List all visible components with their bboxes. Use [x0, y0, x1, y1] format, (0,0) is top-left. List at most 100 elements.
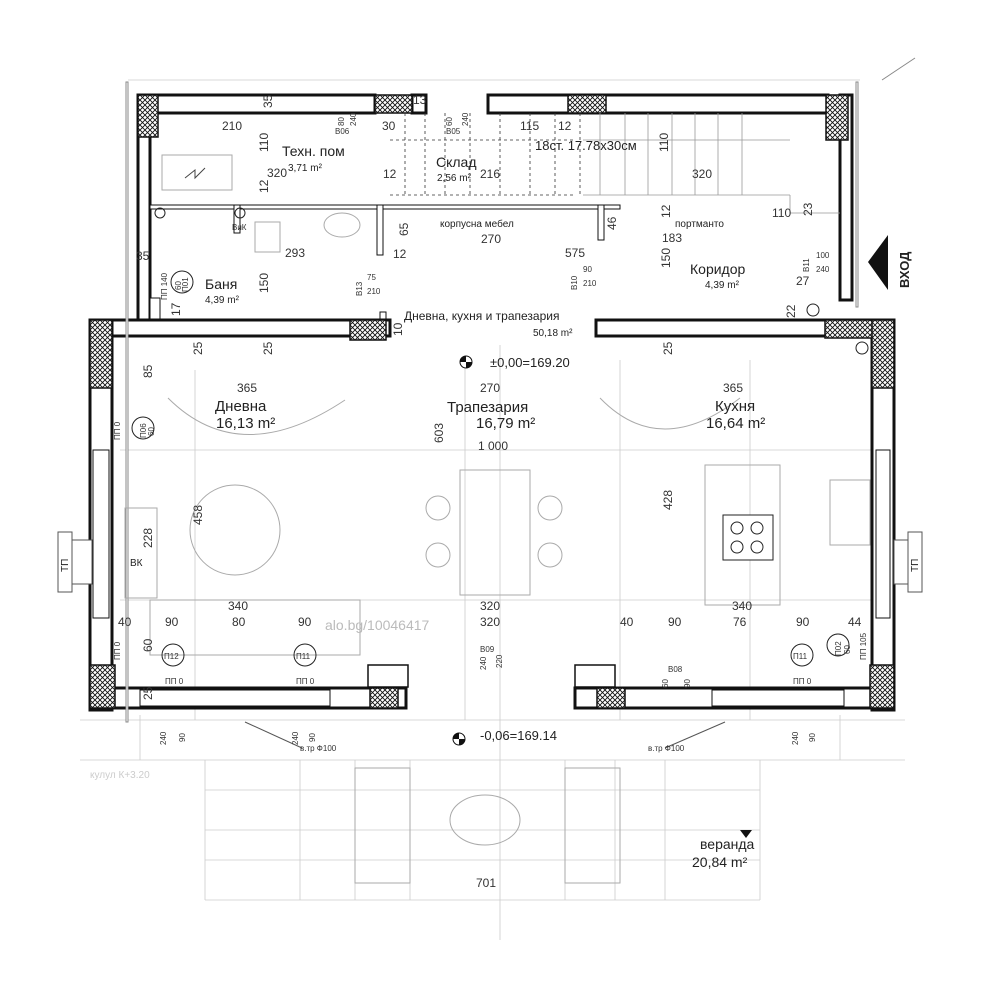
- dim: 428: [661, 490, 675, 510]
- dim: 210: [367, 287, 381, 296]
- level-outside: -0,06=169.14: [480, 728, 557, 743]
- level-markers: [452, 355, 473, 746]
- door-b05: В05: [446, 127, 461, 136]
- dim: 110: [657, 133, 671, 152]
- dim: 90: [298, 615, 312, 629]
- dim: 100: [816, 251, 830, 260]
- dim: 320: [480, 615, 500, 629]
- door-b10: В10: [570, 275, 579, 290]
- dim: 85: [141, 364, 155, 378]
- dim: 320: [692, 167, 712, 181]
- window-p01: П01: [181, 277, 190, 292]
- window-p11a: П11: [296, 652, 311, 661]
- door-b08: В08: [668, 665, 683, 674]
- dim: 150: [257, 273, 271, 293]
- dim: 240: [349, 112, 358, 126]
- cabinet-label: корпусна мебел: [440, 218, 514, 230]
- dim: 603: [432, 423, 446, 443]
- dim: 12: [558, 119, 572, 133]
- window-pp0-p11b: ПП 0: [793, 677, 812, 686]
- dim: 340: [732, 599, 752, 613]
- window-p06: П06: [139, 423, 148, 438]
- dim: 25: [141, 686, 155, 700]
- dim: 90: [683, 679, 692, 688]
- tech-room-area: 3,71 m²: [288, 163, 323, 174]
- window-pp0-left: ПП 0: [113, 421, 122, 440]
- window-pp105: ПП 105: [859, 632, 868, 660]
- living-room-area: 16,13 m²: [216, 415, 275, 432]
- dim: 90: [668, 615, 682, 629]
- dim: 210: [222, 119, 242, 133]
- storage-room-area: 2,56 m²: [437, 173, 472, 184]
- dim: 40: [118, 615, 132, 629]
- dim: 60: [174, 281, 183, 290]
- dim: 35: [261, 94, 275, 108]
- dim: 216: [480, 167, 500, 181]
- dim: 12: [393, 247, 407, 261]
- annotations: ВХОД 18ст. 17.78х30см корпусна мебел пор…: [60, 138, 921, 781]
- dim: 240: [816, 265, 830, 274]
- dim: 60: [141, 638, 155, 652]
- dim: 90: [796, 615, 810, 629]
- dim: 110: [257, 133, 271, 152]
- dim: 12: [257, 179, 271, 193]
- furniture: [124, 154, 871, 884]
- dim: 44: [848, 615, 862, 629]
- window-codes: П01 П06 П12 П11 П11 П02 ПП 140 ПП 0 ПП 0…: [113, 272, 868, 686]
- living-room-name: Дневна: [215, 398, 267, 415]
- window-pp140: ПП 140: [160, 272, 169, 300]
- dim: 10: [391, 322, 405, 336]
- window-p02: П02: [834, 641, 843, 656]
- dim: 13: [413, 93, 427, 107]
- dim: 60: [445, 117, 454, 126]
- bath-room-name: Баня: [205, 276, 237, 292]
- window-p11b: П11: [793, 652, 808, 661]
- door-codes: В06 В05 В13 В10 В11 В09 В08: [335, 127, 811, 674]
- kitchen-room-area: 16,64 m²: [706, 415, 765, 432]
- dim: 65: [397, 222, 411, 236]
- dim: 90: [583, 265, 592, 274]
- dim: 183: [662, 231, 682, 245]
- dim: 60: [843, 645, 852, 654]
- window-markers: [131, 270, 850, 667]
- entrance-label: ВХОД: [897, 251, 912, 288]
- dim: 75: [367, 273, 376, 282]
- bath-room-area: 4,39 m²: [205, 295, 240, 306]
- dim: 25: [191, 341, 205, 355]
- entrance-arrow-icon: [868, 57, 916, 290]
- room-labels: Техн. пом 3,71 m² Склад 2,56 m² Баня 4,3…: [205, 143, 765, 870]
- dim: 40: [620, 615, 634, 629]
- corridor-room-area: 4,39 m²: [705, 280, 740, 291]
- dim: 22: [784, 304, 798, 318]
- main-walls: [88, 81, 896, 723]
- window-pp0-p11a: ПП 0: [296, 677, 315, 686]
- dim: 240: [461, 112, 470, 126]
- dim: 90: [178, 733, 187, 742]
- dim: 115: [520, 119, 539, 133]
- staircase: [390, 113, 840, 214]
- dining-room-area: 16,79 m²: [476, 415, 535, 432]
- dim: 240: [291, 731, 300, 745]
- dimensions: 35 210 110 320 12 30 12 216 115 12 110 3…: [118, 93, 862, 890]
- vik-label: ВиК: [232, 223, 247, 232]
- dim: 575: [565, 246, 585, 260]
- opening-dimensions: 80 240 60 240 75 210 90 210 100 240 220 …: [147, 112, 852, 745]
- watermark: alo.bg/10046417: [325, 617, 430, 633]
- dim: 17: [169, 302, 183, 316]
- wardrobe-label: портманто: [675, 219, 724, 230]
- dim: 365: [723, 381, 743, 395]
- dim: 320: [267, 166, 287, 180]
- kitchen-room-name: Кухня: [715, 398, 755, 415]
- dim-1000: 1 000: [478, 439, 508, 453]
- dim: 365: [237, 381, 257, 395]
- pipe-right-label: в.тр Ф100: [648, 744, 685, 753]
- storage-room-name: Склад: [436, 154, 477, 170]
- dim: 270: [480, 381, 500, 395]
- dim: 60: [147, 427, 156, 436]
- window-pp0-p12: ПП 0: [165, 677, 184, 686]
- door-b13: В13: [355, 281, 364, 296]
- tech-room-name: Техн. пом: [282, 143, 345, 159]
- dim: 270: [481, 232, 501, 246]
- pipe-left-label: в.тр Ф100: [300, 744, 337, 753]
- dim: 210: [583, 279, 597, 288]
